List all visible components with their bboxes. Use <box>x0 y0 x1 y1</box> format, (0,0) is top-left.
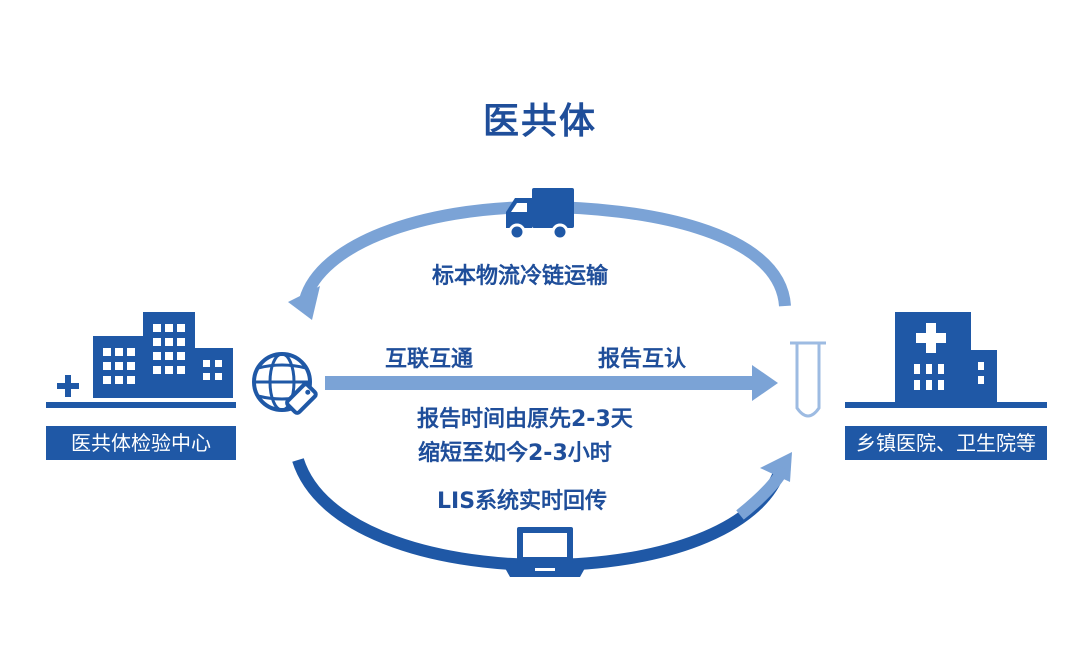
right-node-label: 乡镇医院、卫生院等 <box>845 426 1047 460</box>
time-note-line2: 缩短至如今2-3小时 <box>418 441 612 466</box>
bottom-route-label: LIS系统实时回传 <box>437 489 608 514</box>
truck-icon <box>506 188 574 241</box>
diagram-title: 医共体 <box>482 101 597 142</box>
middle-arrow <box>325 365 778 401</box>
left-node-label: 医共体检验中心 <box>46 426 236 460</box>
bottom-arc-arrow <box>292 452 792 572</box>
interconnect-label: 互联互通 <box>385 347 474 372</box>
time-note-line1: 报告时间由原先2-3天 <box>417 407 633 432</box>
clinic-building-icon <box>845 312 1047 408</box>
test-tube-icon <box>790 341 826 418</box>
top-route-label: 标本物流冷链运输 <box>432 264 609 289</box>
laptop-icon <box>505 527 585 577</box>
report-mutual-recognition-label: 报告互认 <box>598 347 687 372</box>
hospital-building-icon <box>46 312 236 408</box>
globe-icon <box>252 352 318 415</box>
